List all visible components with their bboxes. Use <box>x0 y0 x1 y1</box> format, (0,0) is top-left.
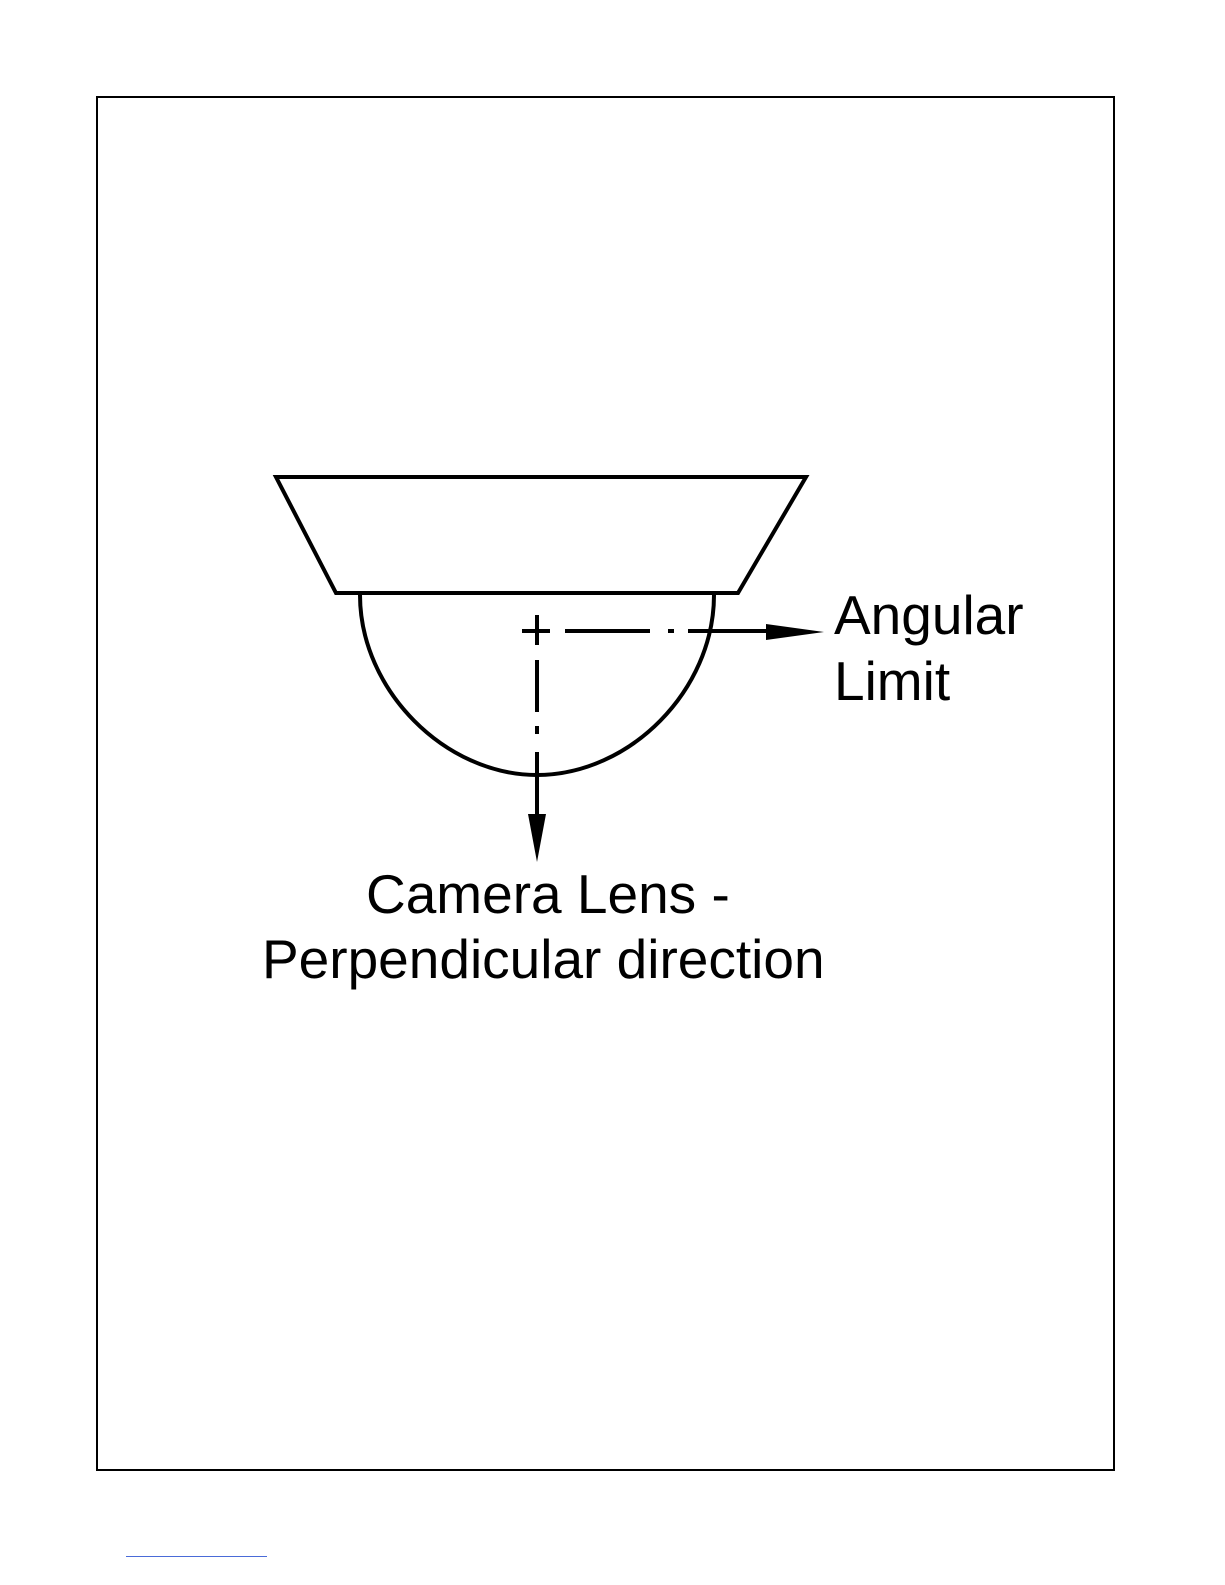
camera-mount-shape <box>276 477 806 593</box>
lens-direction-arrowhead <box>528 814 546 862</box>
camera-lens-label-line2: Perpendicular direction <box>262 928 825 990</box>
angular-limit-label-line2: Limit <box>834 650 950 712</box>
camera-lens-label-line1: Camera Lens - <box>366 863 730 925</box>
angular-limit-arrowhead <box>766 624 824 640</box>
angular-limit-label-line1: Angular <box>834 584 1024 646</box>
footer-rule <box>126 1556 267 1557</box>
